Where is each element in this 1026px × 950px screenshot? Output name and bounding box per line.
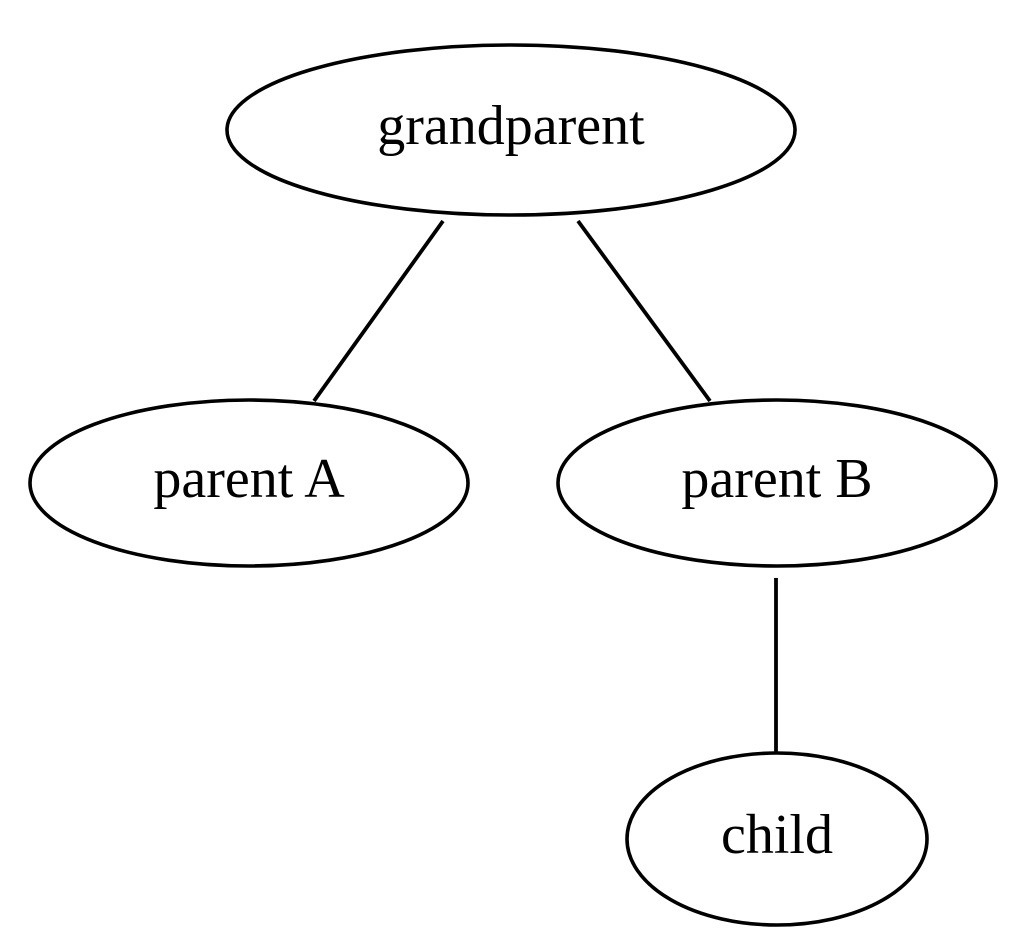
child-label: child bbox=[721, 804, 833, 866]
node-grandparent[interactable]: grandparent bbox=[225, 43, 797, 217]
parent-b-ellipse[interactable] bbox=[556, 398, 998, 568]
child-ellipse[interactable] bbox=[625, 751, 929, 927]
edge-grandparent-parent-b bbox=[576, 219, 712, 403]
node-parent-b[interactable]: parent B bbox=[556, 398, 998, 568]
edge-grandparent-parent-a bbox=[312, 219, 445, 403]
node-child[interactable]: child bbox=[625, 751, 929, 927]
node-parent-a[interactable]: parent A bbox=[28, 398, 470, 568]
edge-group bbox=[312, 219, 778, 752]
grandparent-ellipse[interactable] bbox=[225, 43, 797, 217]
grandparent-label: grandparent bbox=[377, 95, 645, 157]
parent-a-ellipse[interactable] bbox=[28, 398, 470, 568]
parent-b-label: parent B bbox=[681, 448, 872, 510]
parent-a-label: parent A bbox=[153, 448, 345, 510]
